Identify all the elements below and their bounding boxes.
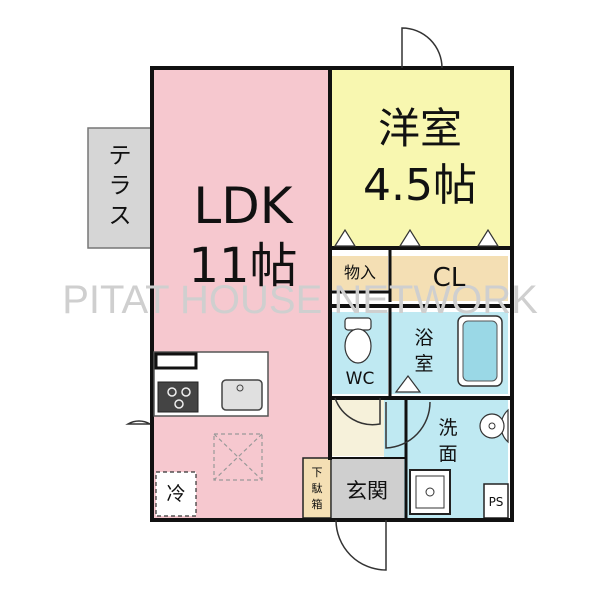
door-entrance bbox=[335, 519, 387, 571]
ldk-room bbox=[152, 70, 330, 520]
walk-in-closet bbox=[390, 256, 508, 301]
wash-basin-icon bbox=[479, 408, 509, 444]
door-wc bbox=[334, 397, 381, 426]
shoe-box-label-2: 駄 bbox=[312, 481, 323, 495]
sink bbox=[221, 379, 263, 411]
stove bbox=[157, 381, 199, 413]
closet-label: CL bbox=[433, 263, 466, 293]
door-western bbox=[401, 27, 443, 69]
watermark: PITAT HOUSE NETWORK bbox=[62, 278, 538, 322]
bath-label-2: 室 bbox=[414, 353, 433, 375]
faucet-icon bbox=[236, 384, 244, 392]
ldk-name-label: LDK bbox=[193, 177, 293, 235]
shoe-box bbox=[302, 457, 332, 519]
washroom-label-1: 洗 bbox=[438, 417, 457, 439]
wc-label: WC bbox=[346, 369, 375, 389]
western-name-label: 洋室 bbox=[378, 104, 462, 153]
ldk-size-label: 11帖 bbox=[188, 238, 297, 294]
bath-label-1: 浴 bbox=[414, 327, 433, 349]
pipe-space-label: PS bbox=[489, 495, 504, 509]
toilet-icon bbox=[344, 317, 372, 364]
entrance-floor bbox=[332, 458, 404, 518]
fridge-space bbox=[155, 471, 197, 517]
shoe-box-label-3: 箱 bbox=[312, 497, 323, 511]
terrace-label: テラス bbox=[109, 143, 132, 229]
storage-closet-label: 物入 bbox=[344, 263, 376, 282]
closet-door-marks bbox=[333, 228, 500, 247]
bathtub-inner bbox=[462, 320, 498, 382]
bath-step-mark bbox=[394, 375, 422, 393]
western-room bbox=[330, 70, 510, 246]
fridge-label: 冷 bbox=[166, 483, 185, 505]
door-ldk-window bbox=[125, 420, 151, 425]
pipe-space bbox=[483, 483, 509, 519]
washroom-label-2: 面 bbox=[438, 443, 457, 465]
shoe-box-label-1: 下 bbox=[312, 466, 323, 479]
western-size-label: 4.5帖 bbox=[363, 160, 477, 211]
entrance-label: 玄関 bbox=[346, 479, 388, 503]
terrace-area bbox=[87, 127, 153, 249]
stove-burner-icon bbox=[167, 387, 191, 409]
ceiling-storage-mark bbox=[213, 433, 263, 481]
storage-closet bbox=[332, 256, 388, 290]
counter-top-bar bbox=[154, 352, 198, 370]
washing-machine-icon bbox=[409, 469, 451, 515]
door-washroom bbox=[385, 401, 431, 449]
terrace-char-1: テラス bbox=[109, 143, 132, 229]
